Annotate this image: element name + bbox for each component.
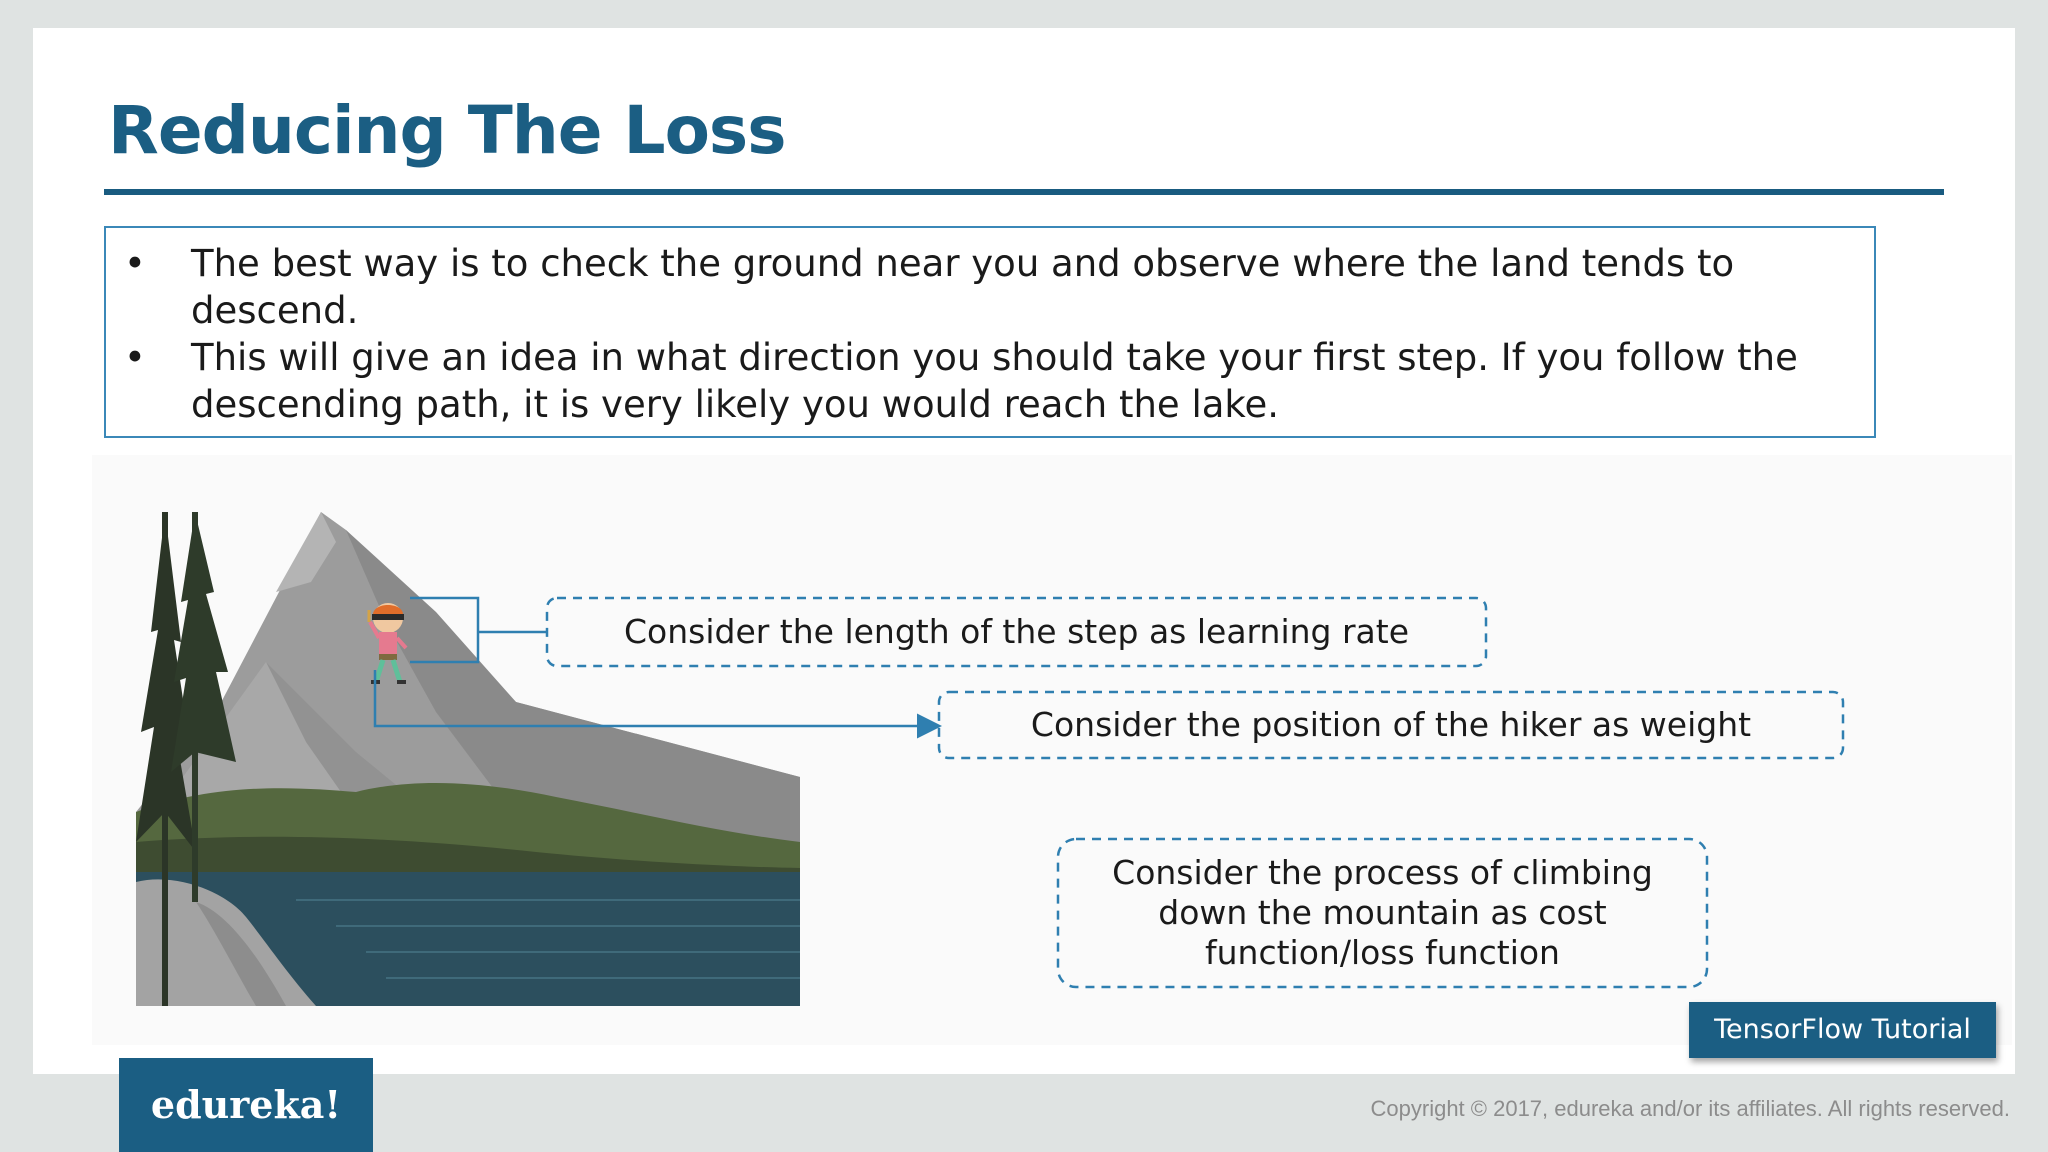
bullet-marker: • (124, 336, 146, 379)
title-underline (104, 189, 1944, 195)
copyright-notice: Copyright © 2017, edureka and/or its aff… (1370, 1096, 2010, 1121)
callout-learning-rate: Consider the length of the step as learn… (623, 612, 1409, 651)
mountain-shadow (346, 530, 800, 872)
bullet-box: • The best way is to check the ground ne… (104, 226, 1876, 438)
lake-ripples (296, 899, 800, 979)
shore-rock-shade (196, 902, 286, 1006)
slide-title: Reducing The Loss (108, 92, 786, 169)
callout-outline-step (545, 596, 1488, 668)
section-tag: TensorFlow Tutorial (1689, 1002, 1996, 1058)
step-bracket (410, 596, 547, 664)
bullet-item: • The best way is to check the ground ne… (124, 240, 1834, 334)
mountain-highlight (276, 512, 336, 592)
pine-tree-right (171, 512, 236, 902)
bullet-text: This will give an idea in what direction… (191, 336, 1798, 426)
position-arrow (373, 670, 942, 739)
callout-weight: Consider the position of the hiker as we… (1030, 705, 1752, 744)
bullet-item: • This will give an idea in what directi… (124, 334, 1834, 428)
bullet-list: • The best way is to check the ground ne… (106, 228, 1874, 428)
mountain-lake-illustration (136, 512, 800, 1006)
edureka-logo: edureka! (119, 1058, 373, 1152)
callout-outline-process (1056, 837, 1709, 989)
callout-loss-function: Consider the process of climbing down th… (1112, 853, 1653, 972)
bullet-marker: • (124, 242, 146, 285)
bullet-text: The best way is to check the ground near… (191, 242, 1735, 332)
